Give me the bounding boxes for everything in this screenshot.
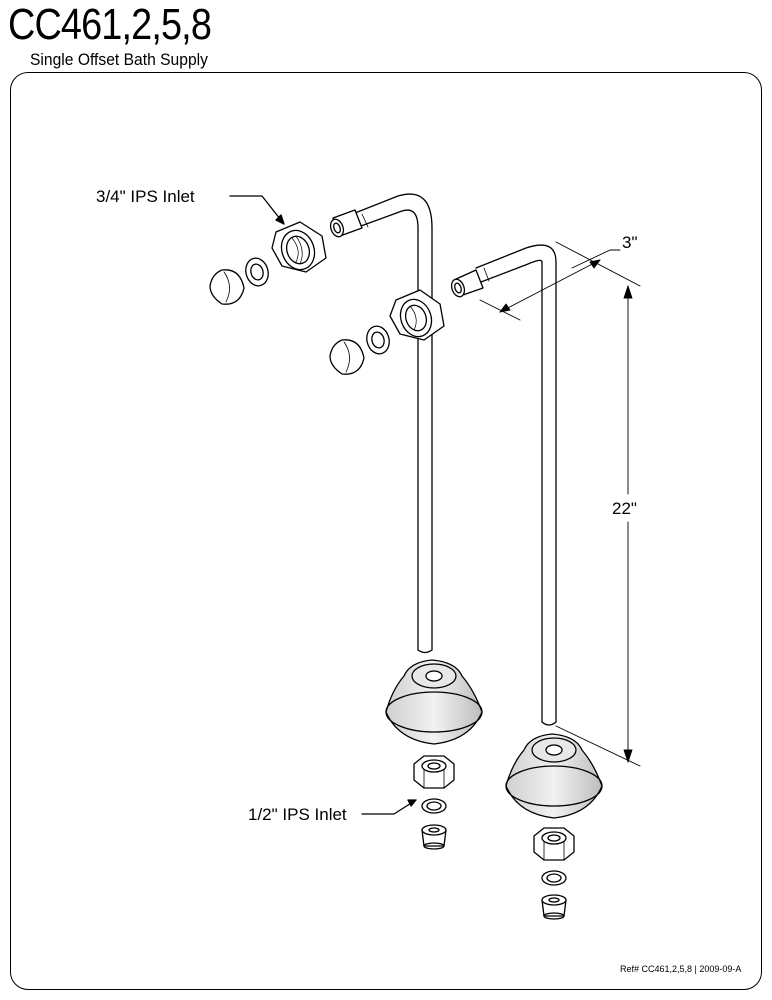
bottom-inlet-label: 1/2" IPS Inlet	[248, 805, 347, 824]
callout-leader-top	[229, 195, 285, 225]
callout-leader-bottom	[361, 799, 417, 815]
page-title: CC461,2,5,8	[8, 0, 212, 49]
hex-nut-lower-left	[413, 755, 455, 789]
compression-nut-top	[271, 221, 327, 273]
escutcheon-left	[385, 659, 483, 745]
page-subtitle: Single Offset Bath Supply	[30, 50, 208, 69]
ferrule-lower-left	[421, 798, 447, 814]
supply-pipe-right	[450, 244, 557, 726]
washer-top	[245, 257, 269, 287]
cone-lower-right	[541, 894, 567, 920]
height-dimension-label: 22"	[612, 499, 637, 518]
cone-washer-top	[209, 269, 245, 305]
reference-code: Ref# CC461,2,5,8 | 2009-09-A	[620, 964, 741, 974]
hex-nut-lower-right	[533, 827, 575, 861]
ferrule-lower-right	[541, 870, 567, 886]
escutcheon-right	[505, 733, 603, 819]
cone-washer-upper-right	[329, 339, 365, 375]
drawing-frame	[10, 72, 762, 990]
dimension-height	[555, 285, 641, 767]
offset-dimension-label: 3"	[622, 233, 638, 252]
compression-nut-upper-right	[389, 289, 445, 341]
dimension-offset	[479, 241, 641, 321]
cone-lower-left	[421, 824, 447, 850]
supply-pipe-left	[329, 193, 433, 654]
top-inlet-label: 3/4" IPS Inlet	[96, 187, 195, 206]
washer-upper-right	[366, 325, 390, 355]
